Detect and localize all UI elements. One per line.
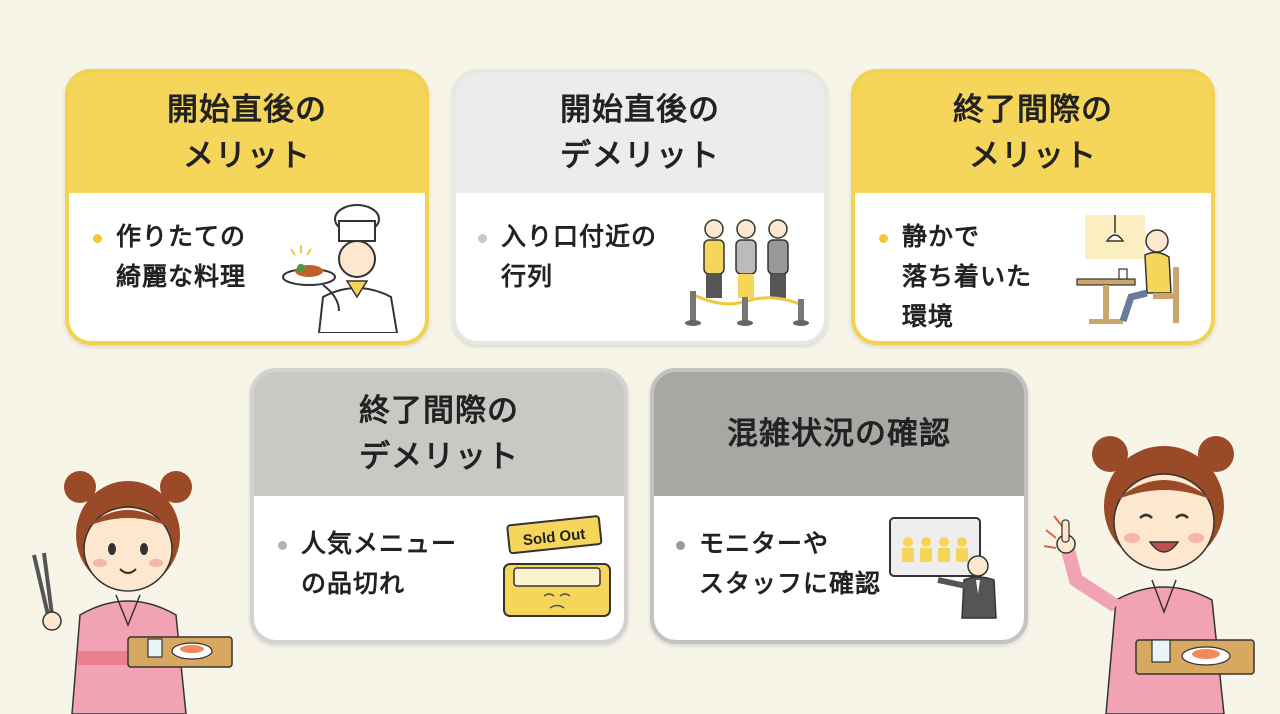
bullet-line1: 作りたての [116, 222, 247, 251]
bullet-item: 入り口付近の 行列 [478, 217, 657, 297]
monitor-staff-icon [889, 517, 997, 619]
empty-tray-icon: Sold Out [503, 515, 611, 617]
bullet-dot [478, 234, 487, 243]
bullet-line2: スタッフに確認 [699, 569, 882, 598]
sold-out-sign: Sold Out [522, 526, 586, 549]
card-title-line1: 終了間際の [953, 92, 1113, 128]
card-end-merit: 終了間際の メリット 静かで 落ち着いた 環境 [851, 69, 1215, 345]
bullet-line1: モニターや [699, 529, 830, 558]
relaxed-diner-icon [1076, 215, 1179, 324]
bullet-line2: 行列 [501, 262, 554, 291]
bullet-dot [278, 541, 287, 550]
card-body: 静かで 落ち着いた 環境 [855, 193, 1211, 341]
bullet-dot [93, 234, 102, 243]
bullet-line1: 入り口付近の [501, 222, 658, 251]
bullet-line1: 静かで [902, 222, 981, 251]
card-check-crowd: 混雑状況の確認 モニターや スタッフに確認 [650, 368, 1028, 644]
bullet-line1: 人気メニュー [301, 529, 458, 558]
card-header: 終了間際の メリット [855, 73, 1211, 193]
card-header: 開始直後の メリット [69, 73, 425, 193]
bullet-item: 静かで 落ち着いた 環境 [879, 217, 1032, 337]
bullet-line2: 綺麗な料理 [116, 262, 247, 291]
bullet-dot [879, 234, 888, 243]
card-header: 混雑状況の確認 [654, 372, 1024, 496]
card-title-line2: デメリット [560, 138, 720, 174]
bullet-item: モニターや スタッフに確認 [676, 524, 881, 604]
card-start-demerit: 開始直後の デメリット 入り口付近の 行列 [452, 69, 828, 345]
bullet-item: 作りたての 綺麗な料理 [93, 217, 246, 297]
card-title-line2: メリット [183, 138, 311, 174]
card-body: 作りたての 綺麗な料理 [69, 193, 425, 341]
card-title-line2: メリット [969, 138, 1097, 174]
bullet-line3: 環境 [902, 302, 955, 331]
card-end-demerit: 終了間際の デメリット 人気メニュー の品切れ Sold Out [250, 368, 628, 644]
card-title-line1: 開始直後の [560, 92, 720, 128]
card-title-line2: デメリット [359, 439, 519, 475]
bullet-line2: の品切れ [301, 569, 406, 598]
bullet-dot [676, 541, 685, 550]
card-start-merit: 開始直後の メリット 作りたての 綺麗な料理 [65, 69, 429, 345]
card-title-line1: 開始直後の [167, 92, 327, 128]
girl-pointing-icon [1043, 436, 1255, 714]
card-body: モニターや スタッフに確認 [654, 496, 1024, 640]
queue-icon [685, 219, 809, 326]
card-body: 入り口付近の 行列 [456, 193, 824, 341]
card-body: 人気メニュー の品切れ Sold Out [254, 496, 624, 640]
bullet-line2: 落ち着いた [902, 262, 1033, 291]
card-header: 開始直後の デメリット [456, 73, 824, 193]
card-title-line1: 終了間際の [359, 393, 519, 429]
card-header: 終了間際の デメリット [254, 372, 624, 496]
chef-icon [282, 204, 399, 333]
card-title-line1: 混雑状況の確認 [727, 416, 951, 452]
bullet-item: 人気メニュー の品切れ [278, 524, 457, 604]
girl-with-tongs-icon [32, 471, 233, 714]
